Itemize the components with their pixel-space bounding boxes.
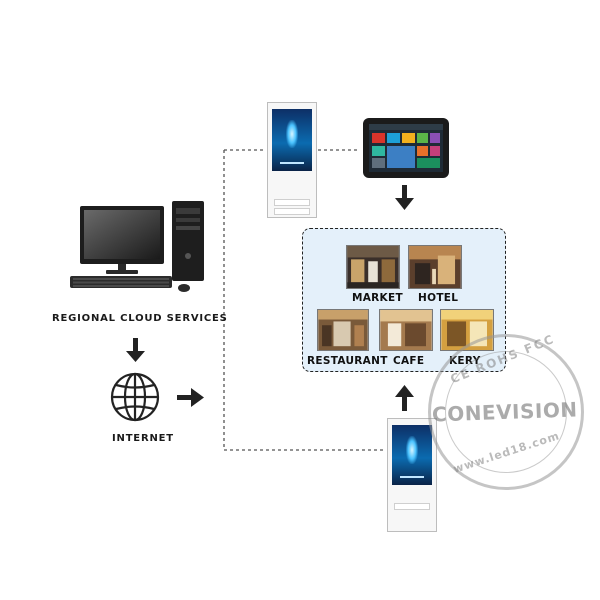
cafe-photo [379,309,433,351]
dashed-network-lines [223,149,386,451]
hotel-photo [408,245,462,289]
kiosk-display-icon [267,102,317,218]
internet-label: INTERNET [112,433,174,444]
desktop-computer-icon [70,201,204,292]
restaurant-label: RESTAURANT [307,355,388,367]
cafe-label: CAFE [393,355,425,367]
watermark-brand: CONEVISION [431,397,578,427]
restaurant-photo [317,309,369,351]
market-label: MARKET [352,292,403,304]
kiosk-display-icon [387,418,437,532]
tablet-icon [363,118,449,178]
arrow-down-tablet-to-hub [395,185,414,210]
globe-icon [110,372,160,422]
arrow-right-internet-to-network [177,388,204,407]
certification-watermark-seal [428,334,584,490]
arrow-down-cloud-to-internet [126,338,145,362]
arrow-up-kiosk-to-hub [395,385,414,411]
regional-cloud-services-label: REGIONAL CLOUD SERVICES [52,313,228,324]
hotel-label: HOTEL [418,292,459,304]
market-photo [346,245,400,289]
